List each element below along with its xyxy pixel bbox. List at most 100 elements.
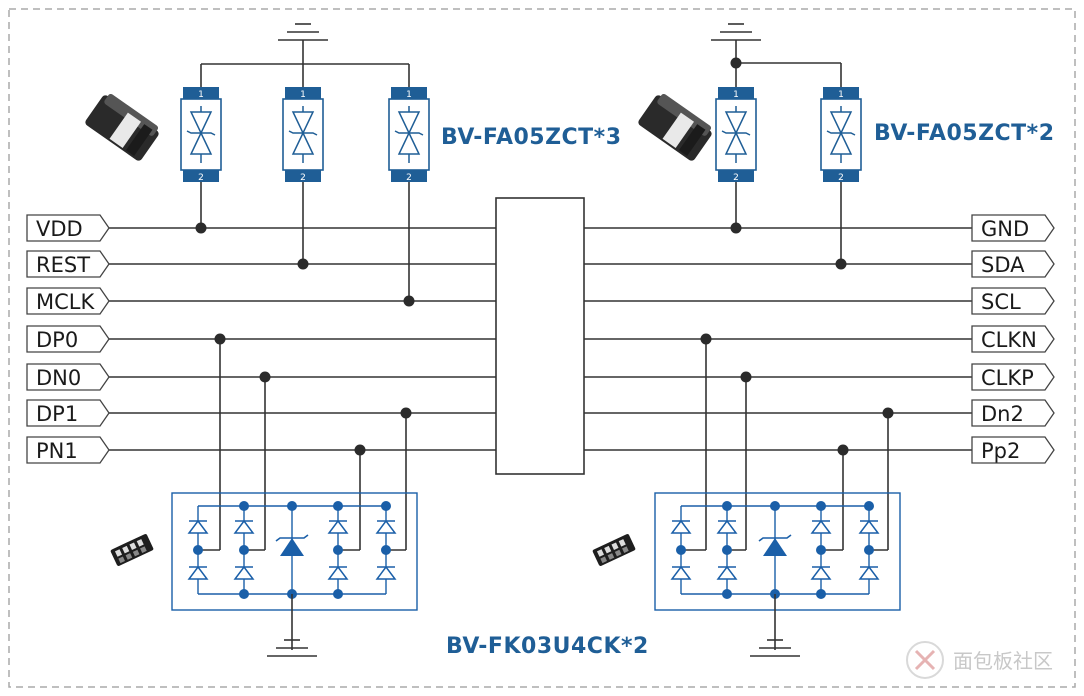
tvs-tri-up [291,131,315,155]
signal-label: Pp2 [981,439,1020,463]
junction-node [403,295,415,307]
tvs-pin-2 [285,170,321,182]
part-label-array: BV-FK03U4CK*2 [446,634,649,659]
part-label-tvs-left: BV-FA05ZCT*3 [441,125,622,150]
junction-node [835,258,847,270]
signal-tag-left-dn0: DN0 [26,363,110,391]
diode-symbol [810,565,832,580]
signal-tag-left-dp1: DP1 [26,399,110,427]
array-mid-node [239,545,249,555]
array-mid-node [676,545,686,555]
junction-node [730,57,742,69]
tag-outline [971,287,1055,315]
signal-tag-right-gnd: GND [971,214,1055,242]
signal-tag-right-clkn: CLKN [971,325,1055,353]
outer-frame [8,8,1076,688]
diode-symbol [858,519,880,534]
signal-label: REST [36,253,90,277]
array-outline [654,492,901,611]
diode-array-right [654,492,901,650]
array-mid-node [816,545,826,555]
tvs-bar [186,130,216,136]
tvs-pin-1 [718,87,754,99]
array-top-node [239,501,249,511]
array-bottom-node [816,589,826,599]
signal-tag-right-clkp: CLKP [971,363,1055,391]
tvs-bar [288,130,318,136]
bidirectional-tvs-icon: 12 [715,87,757,183]
tag-outline [26,436,110,464]
junction-node [259,371,271,383]
zener-triangle [763,538,787,556]
tvs-bar [826,130,856,136]
diode-array-left [171,492,418,650]
signal-tag-left-vdd: VDD [26,214,110,242]
junction-node [297,258,309,270]
diode-symbol [187,519,209,534]
watermark-text: 面包板社区 [953,649,1053,673]
pin-label: 2 [300,173,306,183]
tvs-pin-2 [823,170,859,182]
signal-label: DP0 [36,328,78,352]
tvs-tri-up [397,131,421,155]
zener-bar [275,534,309,542]
array-top-node [287,501,297,511]
junction-node [400,407,412,419]
tvs-tri-up [189,131,213,155]
tag-outline [971,363,1055,391]
diode-symbol [187,565,209,580]
tag-outline [971,325,1055,353]
diode-symbol [375,519,397,534]
watermark: 面包板社区 [906,641,1053,679]
signal-label: Dn2 [981,402,1024,426]
signal-label: SCL [981,290,1021,314]
signal-tag-left-mclk: MCLK [26,287,110,315]
signal-label: GND [981,217,1029,241]
tvs-tri-up [829,131,853,155]
array-mid-node [193,545,203,555]
array-top-node [381,501,391,511]
ground-symbol-icon [750,639,800,657]
diode-symbol [375,565,397,580]
signal-label: CLKN [981,328,1037,352]
diode-symbol [858,565,880,580]
tvs-bar [394,130,424,136]
signal-label: SDA [981,253,1025,277]
tvs-tri-up [724,131,748,155]
ground-symbol-icon [711,23,761,41]
central-ic [495,197,585,475]
array-outline [171,492,418,611]
array-bottom-node [239,589,249,599]
junction-node [740,371,752,383]
bidirectional-tvs-icon: 12 [282,87,324,183]
tag-outline [26,325,110,353]
ground-symbol-icon [278,23,328,41]
array-mid-node [333,545,343,555]
tvs-tri-down [724,111,748,135]
diode-arrays [171,492,901,650]
pin-label: 2 [406,173,412,183]
array-top-node [722,501,732,511]
tag-outline [971,250,1055,278]
array-top-node [816,501,826,511]
array-top-node [770,501,780,511]
tag-outline [26,399,110,427]
eeworld-logo-icon [906,641,944,679]
signal-label: VDD [36,217,83,241]
zener-bar [758,534,792,542]
array-top-node [864,501,874,511]
ground-symbols [267,23,800,657]
diode-symbol [327,565,349,580]
part-label-tvs-right: BV-FA05ZCT*2 [874,121,1055,146]
diode-symbol [327,519,349,534]
array-bottom-node [722,589,732,599]
array-mid-node [381,545,391,555]
pin-label: 1 [406,90,412,100]
signal-label: MCLK [36,290,95,314]
tvs-pin-1 [285,87,321,99]
tvs-bar [721,130,751,136]
junction-node [700,333,712,345]
tag-outline [26,214,110,242]
